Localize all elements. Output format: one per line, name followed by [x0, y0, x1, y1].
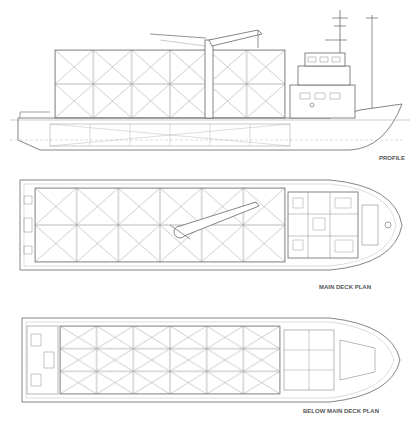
profile-view [10, 10, 410, 150]
view-title: PROFILE [378, 155, 406, 161]
view-title: MAIN DECK PLAN [318, 284, 372, 290]
main-deck-plan [20, 180, 402, 270]
view-title: BELOW MAIN DECK PLAN [302, 408, 380, 414]
below-main-deck-plan [22, 318, 400, 402]
